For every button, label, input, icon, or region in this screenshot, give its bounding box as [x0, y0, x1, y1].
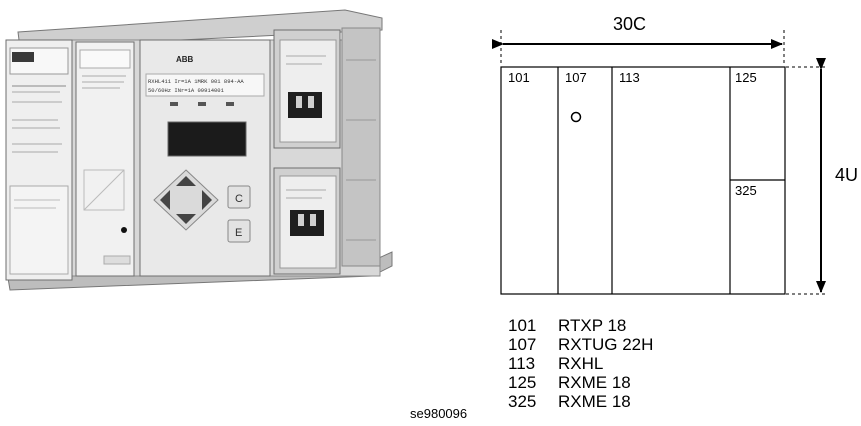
svg-text:C: C [235, 193, 243, 205]
slot-label-113: 113 [619, 70, 640, 85]
legend-type: RXTUG 22H [558, 335, 654, 354]
key-c [227, 185, 251, 209]
key-e [227, 219, 251, 243]
legend-row: 101 RTXP 18 [508, 316, 653, 335]
legend-type: RXME 18 [558, 392, 631, 411]
device-display-line-2: 50/60Hz INr=1A 09914001 [148, 87, 225, 94]
legend-type: RXHL [558, 354, 604, 373]
legend-number: 113 [508, 354, 536, 373]
relay-assembly-photo: RXHL411 Ir=1A 1MRK 001 894-AA 50/60Hz IN… [5, 9, 393, 291]
figure-reference: se980096 [410, 406, 468, 421]
module-107 [75, 41, 135, 277]
slot-label-107: 107 [565, 70, 587, 85]
legend-row: 107 RXTUG 22H [508, 335, 653, 354]
height-label: 4U [835, 165, 859, 185]
legend-number: 125 [508, 373, 537, 392]
brand-label: ABB [176, 55, 194, 64]
legend-number: 107 [508, 335, 537, 354]
indicator-circle [570, 111, 582, 123]
legend-row: 325 RXME 18 [508, 392, 653, 411]
legend-row: 113 RXHL [508, 354, 653, 373]
legend-row: 125 RXME 18 [508, 373, 653, 392]
slot-label-125: 125 [735, 70, 757, 85]
slot-label-101: 101 [508, 70, 530, 85]
keypad [153, 169, 219, 231]
device-display-line-1: RXHL411 Ir=1A 1MRK 001 894-AA [148, 78, 244, 85]
module-113-rxhl: RXHL411 Ir=1A 1MRK 001 894-AA 50/60Hz IN… [139, 39, 271, 277]
svg-text:E: E [235, 227, 242, 239]
side-terminals [341, 27, 381, 267]
module-125-rxme [273, 29, 341, 149]
module-325-rxme [273, 167, 341, 275]
legend-number: 101 [508, 316, 537, 335]
slot-legend: 101 RTXP 18 107 RXTUG 22H 113 RXHL 125 R… [508, 316, 653, 411]
slot-label-325: 325 [735, 183, 757, 198]
legend-type: RXME 18 [558, 373, 631, 392]
width-label: 30C [613, 14, 647, 34]
module-101-test-switch [5, 39, 73, 281]
legend-number: 325 [508, 392, 537, 411]
legend-type: RTXP 18 [558, 316, 627, 335]
